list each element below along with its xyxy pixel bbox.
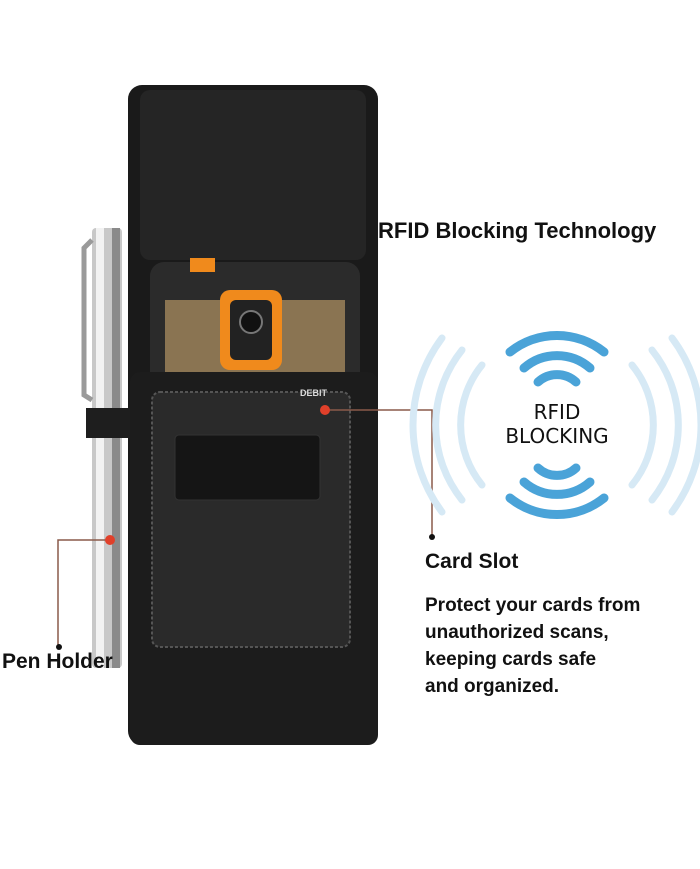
pen [81, 228, 122, 668]
pen-clip [81, 238, 94, 403]
description-line: keeping cards safe [425, 649, 597, 670]
rfid-logo-line1: RFID [533, 400, 581, 424]
pen-holder-title: Pen Holder [2, 650, 113, 673]
description-line: unauthorized scans, [425, 622, 609, 643]
card-slot-pocket [151, 391, 351, 648]
camera-icon [239, 310, 263, 334]
rfid-logo-line2: BLOCKING [505, 424, 609, 448]
card-slot-dot [320, 405, 330, 415]
velcro-strap [174, 434, 321, 501]
rfid-logo-text: RFID BLOCKING [480, 400, 634, 448]
description-line: and organized. [425, 676, 560, 697]
holster-flap [140, 90, 366, 260]
pen-holder-leader [57, 539, 110, 645]
card-slot-title: Card Slot [425, 550, 519, 573]
rfid-signal-icon [409, 331, 700, 519]
pen-holder-dot [105, 535, 115, 545]
pen-strap [86, 408, 136, 438]
description-line: Protect your cards from [425, 595, 641, 616]
headline: RFID Blocking Technology [378, 218, 657, 243]
phone [150, 258, 360, 392]
card-slot-description: Protect your cards from unauthorized sca… [425, 592, 640, 700]
card-text: DEBIT [300, 388, 327, 398]
